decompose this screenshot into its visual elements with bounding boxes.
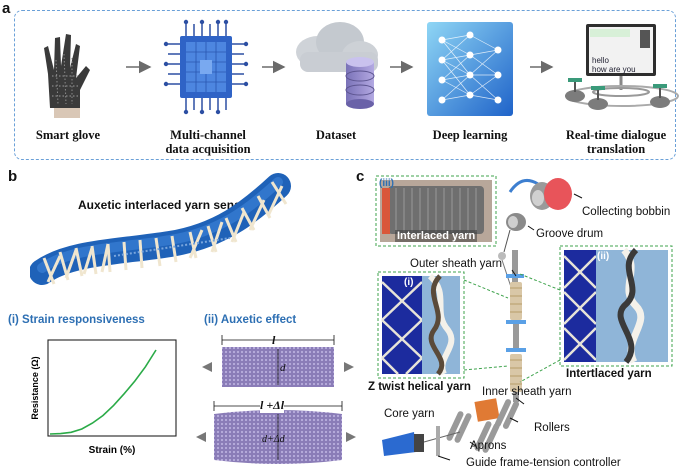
step-label-line: Multi-channel (170, 128, 246, 142)
label-core-yarn: Core yarn (384, 408, 435, 420)
label-intertlaced-yarn: Intertlaced yarn (566, 368, 652, 380)
step-label-acquisition: Multi-channel data acquisition (148, 128, 268, 156)
strain-responsiveness-title: (i) Strain responsiveness (8, 314, 145, 326)
x-axis-label: Strain (%) (89, 445, 136, 456)
step-label-translation: Real-time dialogue translation (555, 128, 677, 156)
inset-iii-tag: (iii) (379, 178, 394, 189)
resistance-curve (49, 349, 157, 435)
top-length-label: l (272, 333, 276, 347)
screen-text: hello how are you (592, 56, 636, 74)
label-z-twist-helical-yarn: Z twist helical yarn (368, 381, 471, 393)
panel-a-illustrations (44, 19, 679, 118)
inset-ii-tag: (ii) (597, 251, 610, 262)
panel-a-letter: a (2, 0, 11, 17)
label-collecting-bobbin: Collecting bobbin (582, 206, 671, 218)
step-label-line: data acquisition (165, 142, 251, 156)
bottom-width-label: d+Δd (262, 434, 285, 445)
label-guide-frame: Guide frame-tension controller (466, 457, 621, 469)
dataset-icon (296, 22, 378, 109)
top-width-label: d (280, 362, 286, 374)
dialogue-system-icon (565, 24, 679, 110)
y-axis-label: Resistance (Ω) (30, 356, 40, 419)
chip-icon (163, 19, 249, 115)
step-label-dataset: Dataset (296, 128, 376, 142)
inset-ii-frame (559, 245, 673, 367)
step-label-line: Dataset (315, 128, 357, 142)
inset-iii-frame (375, 175, 497, 247)
smart-glove-icon (44, 34, 90, 118)
label-inner-sheath-yarn: Inner sheath yarn (482, 386, 572, 398)
label-aprons: Aprons (470, 440, 507, 452)
step-label-smart-glove: Smart glove (18, 128, 118, 142)
yarn-sensor-illustration (30, 173, 291, 285)
step-label-line: Deep learning (432, 128, 508, 142)
neural-network-icon (427, 22, 513, 116)
label-groove-drum: Groove drum (536, 228, 604, 240)
step-label-deep-learning: Deep learning (420, 128, 520, 142)
inset-i-frame (377, 271, 465, 379)
label-outer-sheath-yarn: Outer sheath yarn (410, 258, 503, 270)
label-rollers: Rollers (534, 422, 570, 434)
inset-i-tag: (i) (404, 277, 414, 288)
interlaced-yarn-caption: Interlaced yarn (395, 230, 478, 242)
bottom-length-label: l +Δl (260, 398, 285, 413)
step-label-line: Real-time dialogue (565, 128, 667, 142)
auxetic-illustration (196, 335, 356, 464)
screen-line-2: how are you (592, 65, 636, 74)
auxetic-effect-title: (ii) Auxetic effect (204, 314, 297, 326)
panel-a-frame (14, 10, 676, 160)
plot-frame (47, 339, 177, 437)
panel-b-letter: b (8, 168, 18, 185)
sensor-title: Auxetic interlaced yarn sensor (78, 198, 253, 212)
strain-plot: Strain (%) Resistance (Ω) (30, 339, 177, 456)
spinning-machine-illustration (375, 175, 673, 461)
step-label-line: translation (586, 142, 646, 156)
panel-c-letter: c (356, 168, 365, 185)
step-label-line: Smart glove (35, 128, 101, 142)
screen-line-1: hello (592, 56, 609, 65)
